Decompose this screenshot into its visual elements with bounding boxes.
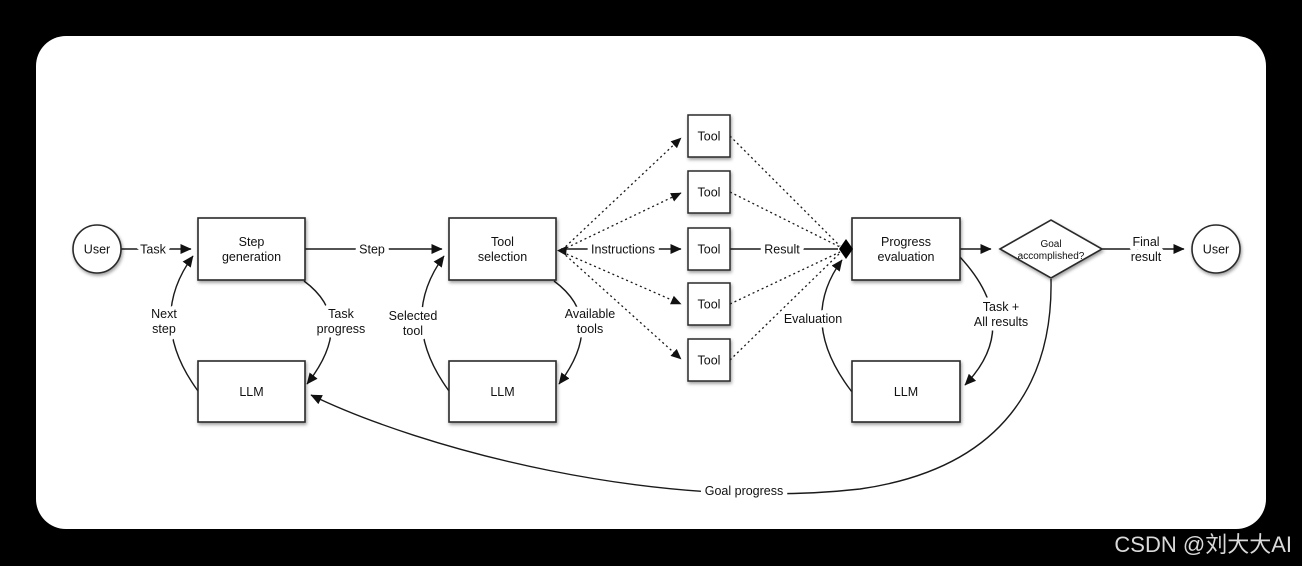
tool-label-5: Tool [698, 354, 721, 368]
edge-goal-progress [310, 278, 1052, 495]
next-step-label-2: step [152, 322, 176, 336]
task-progress-label-2: progress [317, 322, 366, 336]
edge-available-tools [553, 280, 583, 385]
task-progress-label-1: Task [328, 307, 354, 321]
edge-labels: Task Step Instructions Result Next step … [136, 231, 1167, 503]
edge-task-all-results [959, 256, 994, 386]
goal-accomplished-label-2: accomplished? [1018, 251, 1085, 262]
selected-tool-label-1: Selected [389, 309, 438, 323]
progress-evaluation-label-2: evaluation [878, 250, 935, 264]
tool-selection-label-2: selection [478, 250, 527, 264]
progress-evaluation-node [851, 217, 961, 281]
diagram-canvas [36, 36, 1266, 529]
llm3-node [851, 360, 961, 423]
edge-dotted-merge5 [729, 252, 841, 361]
goal-accomplished-label-1: Goal [1040, 239, 1061, 250]
step-generation-label-1: Step [239, 235, 265, 249]
user-left-node [72, 224, 122, 274]
edge-dotted-merge1 [729, 135, 841, 247]
merge-diamond-connector [839, 239, 853, 259]
tool-label-3: Tool [698, 243, 721, 257]
result-label: Result [764, 243, 800, 257]
user-right-label: User [1203, 243, 1229, 257]
instructions-label: Instructions [591, 243, 655, 257]
tool-node-3 [687, 227, 731, 271]
edge-dotted-tool4 [561, 251, 682, 305]
goal-accomplished-decision [998, 219, 1104, 279]
tool-selection-label-1: Tool [491, 235, 514, 249]
tool-node-2 [687, 170, 731, 214]
tool-node-1 [687, 114, 731, 158]
final-result-label-2: result [1131, 250, 1162, 264]
edge-task-progress [303, 280, 332, 385]
llm2-label: LLM [490, 385, 514, 399]
tool-node-5 [687, 338, 731, 382]
tool-node-4 [687, 282, 731, 326]
step-generation-node [197, 217, 306, 281]
edge-next-step [170, 255, 199, 392]
edge-dotted-tool2 [561, 192, 682, 251]
edge-selected-tool [421, 255, 450, 392]
step-generation-label-2: generation [222, 250, 281, 264]
node-labels: User Step generation LLM Tool selection … [84, 130, 1229, 400]
edge-dotted-merge2 [729, 191, 841, 248]
step-label: Step [359, 243, 385, 257]
llm3-label: LLM [894, 385, 918, 399]
task-label: Task [140, 243, 166, 257]
edge-evaluation [821, 259, 853, 393]
llm1-node [197, 360, 306, 423]
watermark-text: CSDN @刘大大AI [1114, 532, 1292, 557]
available-tools-label-1: Available [565, 307, 616, 321]
tool-label-1: Tool [698, 130, 721, 144]
edge-dotted-merge4 [729, 251, 841, 305]
progress-evaluation-label-1: Progress [881, 235, 931, 249]
evaluation-label: Evaluation [784, 312, 842, 326]
llm2-node [448, 360, 557, 423]
final-result-label-1: Final [1132, 235, 1159, 249]
task-all-results-label-2: All results [974, 315, 1028, 329]
nodes [72, 114, 1241, 423]
user-left-label: User [84, 243, 110, 257]
arrowhead-into-tool-selection [557, 246, 567, 256]
tool-label-4: Tool [698, 298, 721, 312]
selected-tool-label-2: tool [403, 324, 423, 338]
user-right-node [1191, 224, 1241, 274]
next-step-label-1: Next [151, 307, 177, 321]
edge-dotted-tool1 [561, 137, 682, 251]
connectors [121, 135, 1185, 495]
task-all-results-label-1: Task + [983, 300, 1019, 314]
edge-dotted-tool5 [561, 251, 682, 360]
available-tools-label-2: tools [577, 322, 603, 336]
tool-selection-node [448, 217, 557, 281]
goal-progress-label: Goal progress [705, 484, 784, 498]
tool-label-2: Tool [698, 186, 721, 200]
llm1-label: LLM [239, 385, 263, 399]
